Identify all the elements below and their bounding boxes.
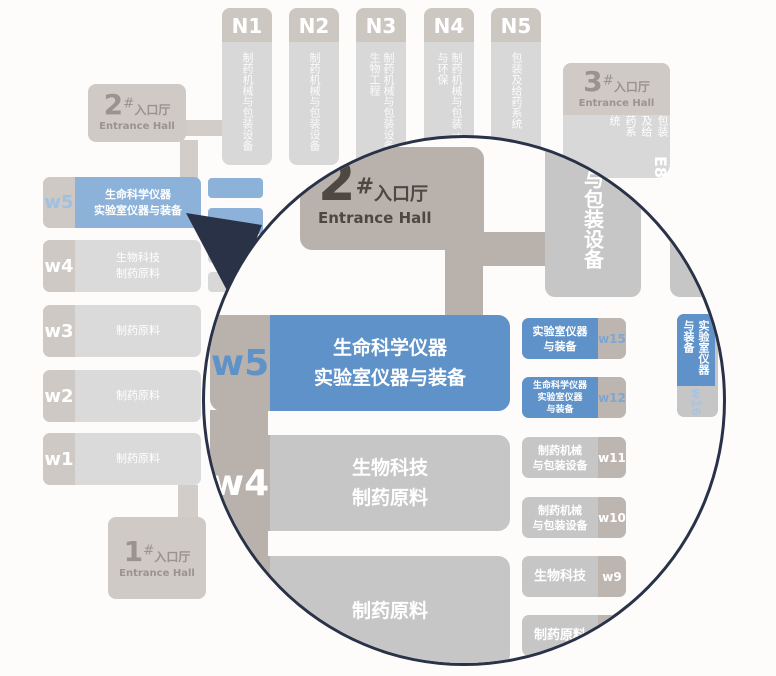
hall-n2[interactable]: N2 制药机械与包装设备 — [289, 8, 339, 165]
hall-label: 与包装设备 — [532, 458, 588, 472]
hall-label: 与包装设备 — [532, 518, 588, 532]
hall-id: w9 — [598, 556, 626, 597]
hall-label: 制药原料 — [116, 389, 160, 402]
hall-label: 实验室仪器与装备 — [313, 367, 466, 389]
entrance-hall-3[interactable]: 3#入口厅 Entrance Hall — [563, 63, 670, 115]
hall-en: Entrance Hall — [578, 98, 655, 109]
hall-w5[interactable]: w5 生命科学仪器实验室仪器与装备 — [210, 315, 510, 411]
hall-label: 包装及给药系统 — [608, 115, 669, 137]
hall-label: 生命科学仪器 — [105, 187, 171, 201]
hall-label: 生物科技 — [116, 251, 160, 264]
hall-id: E8 — [651, 155, 670, 178]
hall-label: 制药原料 — [116, 452, 160, 465]
corridor — [480, 232, 550, 266]
small-booth — [208, 178, 263, 198]
hall-label: 制药原料 — [116, 324, 160, 337]
hall-cn: 入口厅 — [613, 80, 650, 94]
hall-small-raw[interactable]: 制药原料 — [522, 615, 626, 656]
hall-label: 与装备 — [546, 404, 574, 415]
hall-w15[interactable]: 实验室仪器与装备 w15 — [522, 318, 626, 359]
hall-w1-small[interactable]: w1 制药原料 — [43, 433, 201, 485]
corridor — [180, 140, 198, 180]
entrance-hall-2[interactable]: 2#入口厅 Entrance Hall — [300, 147, 484, 250]
hall-number: 1 — [123, 535, 144, 568]
hall-id: w15 — [598, 318, 626, 359]
hall-label: 与装备 — [543, 339, 577, 353]
hall-en: Entrance Hall — [318, 209, 432, 227]
hall-id: N4 — [424, 8, 474, 42]
hall-sup: # — [602, 73, 614, 89]
hall-cn: 入口厅 — [134, 103, 171, 117]
hall-w10[interactable]: 制药机械与包装设备 w10 — [522, 497, 626, 538]
hall-id: N3 — [356, 8, 406, 42]
hall-id: w10 — [598, 497, 626, 538]
hall-column[interactable]: 与包装设备 — [545, 138, 641, 297]
hall-label: 制药原料 — [351, 600, 428, 622]
hall-id: w11 — [598, 437, 626, 478]
hall-label: 生命科学仪器 — [532, 380, 587, 391]
hall-column — [670, 138, 723, 297]
hall-id: w3 — [43, 305, 75, 357]
hall-w4[interactable]: w4 生物科技制药原料 — [210, 435, 510, 531]
hall-label: 实验室仪器与装备 — [677, 314, 715, 386]
hall-w3[interactable]: 制药原料 — [210, 556, 510, 663]
hall-en: Entrance Hall — [99, 121, 175, 132]
hall-cn: 入口厅 — [374, 184, 429, 205]
hall-label: 包装及给药系统 — [510, 52, 523, 129]
hall-label: 生物科技 — [533, 569, 586, 584]
hall-id: w12 — [598, 377, 626, 418]
hall-id: N5 — [491, 8, 541, 42]
hall-w3-small[interactable]: w3 制药原料 — [43, 305, 201, 357]
hall-cn: 入口厅 — [154, 550, 191, 564]
hall-id: w16 — [689, 388, 703, 416]
hall-id: w2 — [43, 370, 75, 422]
hall-label: 制药机械 — [538, 503, 582, 517]
hall-label: 制药原料 — [116, 267, 160, 280]
corridor — [180, 120, 224, 136]
hall-id: N1 — [222, 8, 272, 42]
hall-label: 实验室仪器与装备 — [94, 203, 182, 217]
entrance-hall-2-small[interactable]: 2#入口厅 Entrance Hall — [88, 84, 186, 142]
hall-n3[interactable]: N3 制药机械与包装设备 生物工程 — [356, 8, 406, 165]
hall-en: Entrance Hall — [119, 568, 195, 579]
hall-id: w4 — [43, 240, 75, 292]
hall-id: w5 — [43, 177, 75, 228]
hall-sup: # — [355, 174, 375, 200]
hall-label: 制药机械与包装设备 生物工程 — [368, 52, 395, 151]
hall-label: 实验室仪器 — [532, 324, 588, 338]
hall-w12[interactable]: 生命科学仪器实验室仪器与装备 w12 — [522, 377, 626, 418]
hall-label: 制药原料 — [351, 487, 428, 509]
hall-w4-small[interactable]: w4 生物科技制药原料 — [43, 240, 201, 292]
hall-sup: # — [143, 543, 155, 559]
hall-id: w1 — [43, 433, 75, 485]
hall-label: 制药机械 — [538, 443, 582, 457]
hall-id — [598, 615, 626, 656]
hall-number: 3 — [583, 65, 603, 98]
hall-sup: # — [123, 96, 135, 112]
entrance-hall-1[interactable]: 1#入口厅 Entrance Hall — [108, 517, 206, 599]
hall-w2-small[interactable]: w2 制药原料 — [43, 370, 201, 422]
hall-id: w5 — [210, 315, 270, 411]
hall-label: 制药机械与包装 洁净与环保 — [436, 52, 463, 155]
hall-label: 制药机械与包装设备 — [241, 52, 254, 151]
hall-label: 制药机械与包装设备 — [308, 52, 321, 151]
hall-id: w4 — [210, 435, 270, 531]
hall-label: 制药原料 — [533, 628, 586, 643]
hall-w11[interactable]: 制药机械与包装设备 w11 — [522, 437, 626, 478]
hall-w16[interactable]: 实验室仪器与装备 w16 — [677, 314, 718, 417]
hall-label: 实验室仪器 — [537, 392, 583, 403]
hall-label: 生物科技 — [351, 457, 428, 479]
hall-number: 2 — [318, 150, 356, 213]
hall-n1[interactable]: N1 制药机械与包装设备 — [222, 8, 272, 165]
hall-w9[interactable]: 生物科技 w9 — [522, 556, 626, 597]
hall-number: 2 — [103, 88, 124, 121]
corridor — [178, 485, 198, 520]
corridor — [445, 245, 483, 320]
hall-id: N2 — [289, 8, 339, 42]
hall-label: 生命科学仪器 — [332, 337, 447, 359]
hall-w5-small[interactable]: w5 生命科学仪器实验室仪器与装备 — [43, 177, 201, 228]
hall-n5[interactable]: N5 包装及给药系统 — [491, 8, 541, 158]
